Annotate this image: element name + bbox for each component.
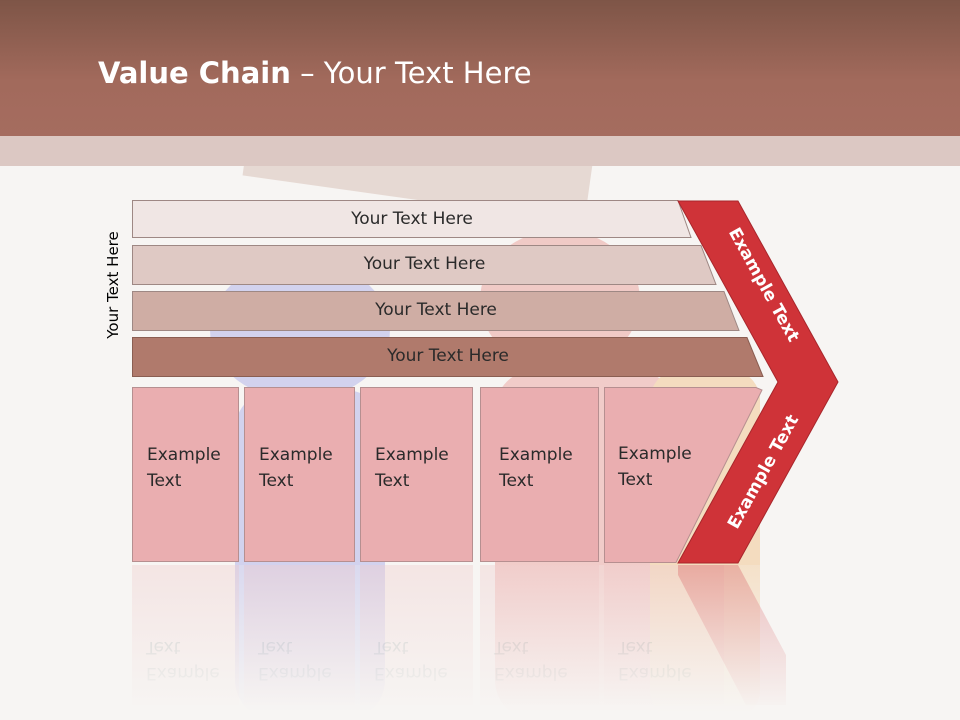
title-rest: – Your Text Here: [290, 56, 532, 90]
activity-box-5: Example Text: [618, 441, 692, 493]
box-text-line2: Text: [147, 471, 182, 491]
chain-row-4: Your Text Here: [132, 337, 764, 377]
box-text-line1: Example: [618, 444, 692, 464]
box-text-line2: Text: [375, 471, 410, 491]
box-text-line1: Example: [259, 445, 333, 465]
box-text-line1: Example: [375, 445, 449, 465]
chain-row-1: Your Text Here: [132, 200, 692, 238]
title-bold: Value Chain: [98, 56, 291, 90]
chain-row-2: Your Text Here: [132, 245, 717, 285]
box-text-line1: Example: [499, 445, 573, 465]
row-label: Your Text Here: [375, 300, 497, 320]
vertical-label: Your Text Here: [104, 231, 122, 339]
row-label: Your Text Here: [351, 209, 473, 229]
header-bar: [0, 0, 960, 136]
header-strip: [0, 136, 960, 166]
box-text-line2: Text: [618, 470, 653, 490]
row-label: Your Text Here: [387, 346, 509, 366]
activity-box-5-shape: [604, 387, 763, 563]
row-label: Your Text Here: [363, 254, 486, 274]
page-title: Value Chain – Your Text Here: [98, 56, 532, 90]
value-chevron: [677, 200, 839, 564]
reflection-fade: [120, 565, 840, 720]
box-text-line1: Example: [147, 445, 221, 465]
box-text-line2: Text: [499, 471, 534, 491]
chain-row-3: Your Text Here: [132, 291, 740, 331]
box-text-line2: Text: [259, 471, 294, 491]
